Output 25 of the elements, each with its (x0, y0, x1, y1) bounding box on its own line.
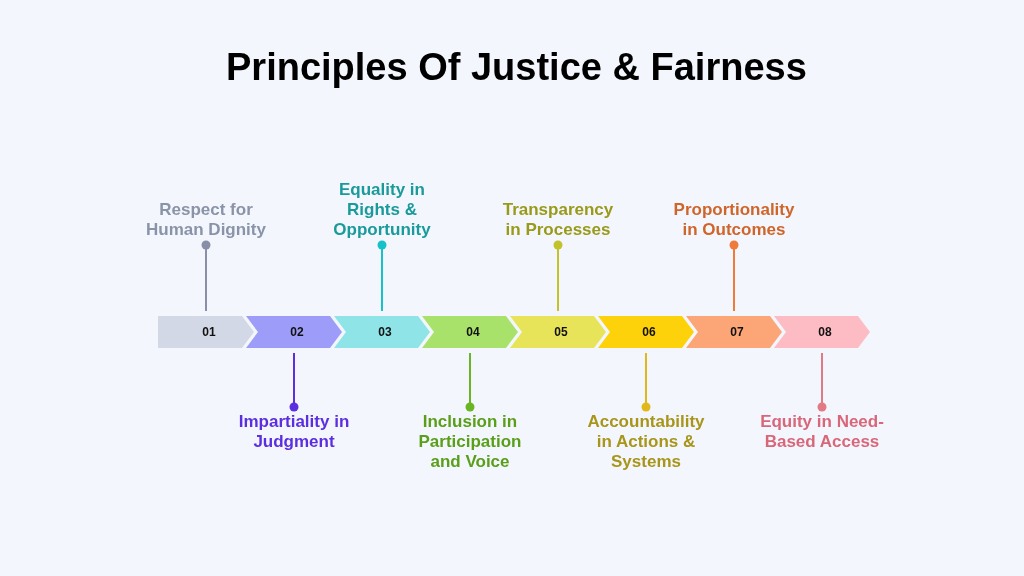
step-number: 08 (817, 324, 832, 341)
leader-line (377, 240, 387, 312)
principle-label: Accountability in Actions & Systems (584, 412, 708, 472)
principle-label: Respect for Human Dignity (144, 180, 268, 240)
step-number: 07 (729, 324, 744, 341)
step-number: 01 (201, 324, 216, 341)
step-number: 06 (641, 324, 656, 341)
step-number: 02 (289, 324, 304, 341)
principle-label: Inclusion in Participation and Voice (408, 412, 532, 472)
principle-label: Equality in Rights & Opportunity (320, 180, 444, 240)
leader-line (553, 240, 563, 312)
leader-line (289, 352, 299, 412)
leader-line (465, 352, 475, 412)
leader-line (641, 352, 651, 412)
leader-line (817, 352, 827, 412)
step-number: 04 (465, 324, 480, 341)
principle-label: Impartiality in Judgment (232, 412, 356, 472)
step-number: 03 (377, 324, 392, 341)
principle-label: Equity in Need-Based Access (760, 412, 884, 472)
step-number: 05 (553, 324, 568, 341)
principle-label: Transparency in Processes (496, 180, 620, 240)
leader-line (201, 240, 211, 312)
leader-line (729, 240, 739, 312)
principle-label: Proportionality in Outcomes (672, 180, 796, 240)
title: Principles Of Justice & Fairness (226, 45, 807, 90)
